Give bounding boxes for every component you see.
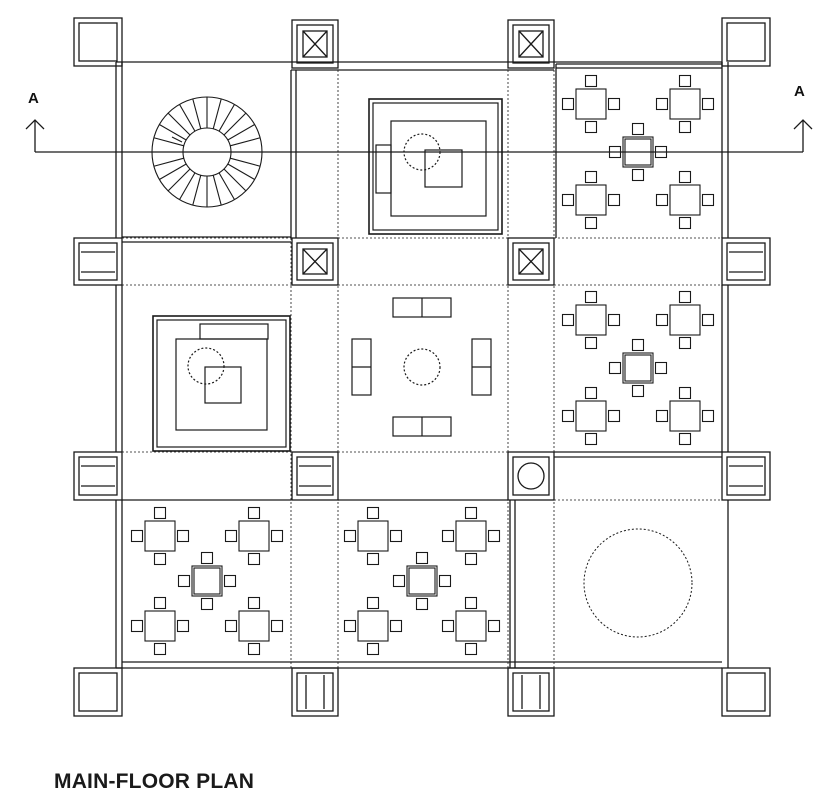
- stair-tread: [212, 98, 222, 129]
- dining-e-center-inner: [624, 354, 652, 382]
- dining-s-table-center: [392, 551, 452, 611]
- column-x-n2: [507, 19, 555, 69]
- stair-tread: [179, 104, 196, 132]
- stair-tread: [153, 137, 184, 147]
- stair-tread: [230, 137, 261, 147]
- corner-column-sw: [73, 667, 123, 717]
- stair-tread: [218, 172, 235, 200]
- dining-sw-center-inner: [193, 567, 221, 595]
- side-column-e1: [721, 237, 771, 286]
- stair-tread: [212, 175, 222, 206]
- side-column-mid: [291, 451, 339, 501]
- stair-tread: [223, 168, 247, 192]
- stair-tread: [218, 104, 235, 132]
- column-x-c1: [291, 237, 339, 286]
- side-column-w1: [73, 237, 123, 286]
- dining-ne-table: [561, 170, 621, 230]
- dining-sw-table: [130, 596, 190, 656]
- corner-column-ne: [721, 17, 771, 67]
- stair-tread: [153, 157, 184, 167]
- side-column-w2: [73, 451, 123, 501]
- dining-e-table: [561, 386, 621, 446]
- dining-e-table-center: [608, 338, 668, 398]
- bottom-column-s2: [507, 667, 555, 717]
- stair-tread: [230, 157, 261, 167]
- column-x-c2: [507, 237, 555, 286]
- dining-e-table: [561, 290, 621, 350]
- exterior-walls: [115, 61, 729, 669]
- stair-tread: [192, 175, 202, 206]
- side-column-e2: [721, 451, 771, 501]
- stair-tread: [159, 163, 187, 180]
- dining-s-table: [343, 596, 403, 656]
- stair-tread: [167, 168, 191, 192]
- structural-grid: [122, 70, 722, 668]
- columns: [73, 17, 771, 717]
- dining-s-center-inner: [408, 567, 436, 595]
- dining-sw-table-center: [177, 551, 237, 611]
- dining-s-table: [441, 506, 501, 566]
- corner-column-se: [721, 667, 771, 717]
- section-marker-right-label: A: [794, 83, 805, 100]
- dining-areas: [130, 74, 715, 656]
- lounge-seating: [351, 297, 492, 437]
- round-column: [507, 451, 555, 501]
- fireplace-west: [152, 315, 291, 452]
- dining-e-table: [655, 386, 715, 446]
- dining-sw-table: [224, 596, 284, 656]
- stair-tread: [179, 172, 196, 200]
- fireplace-north: [368, 98, 503, 235]
- stair-tread: [227, 163, 255, 180]
- section-marker-left-label: A: [28, 90, 39, 107]
- stair-tread: [223, 112, 247, 136]
- column-x-n1: [291, 19, 339, 69]
- dining-sw-table: [224, 506, 284, 566]
- stair-tread: [167, 112, 191, 136]
- dining-e-table: [655, 290, 715, 350]
- corner-column-nw: [73, 17, 123, 67]
- dining-s-table: [343, 506, 403, 566]
- section-line-a: [25, 119, 813, 153]
- dining-ne-table: [655, 170, 715, 230]
- skylight-outline: [583, 528, 693, 638]
- stair-tread: [192, 98, 202, 129]
- plan-title: MAIN-FLOOR PLAN: [54, 770, 255, 793]
- bottom-column-s1: [291, 667, 339, 717]
- stair-tread: [159, 124, 187, 141]
- dining-ne-table: [655, 74, 715, 134]
- stair-tread: [227, 124, 255, 141]
- dining-ne-table: [561, 74, 621, 134]
- dining-s-table: [441, 596, 501, 656]
- dining-sw-table: [130, 506, 190, 566]
